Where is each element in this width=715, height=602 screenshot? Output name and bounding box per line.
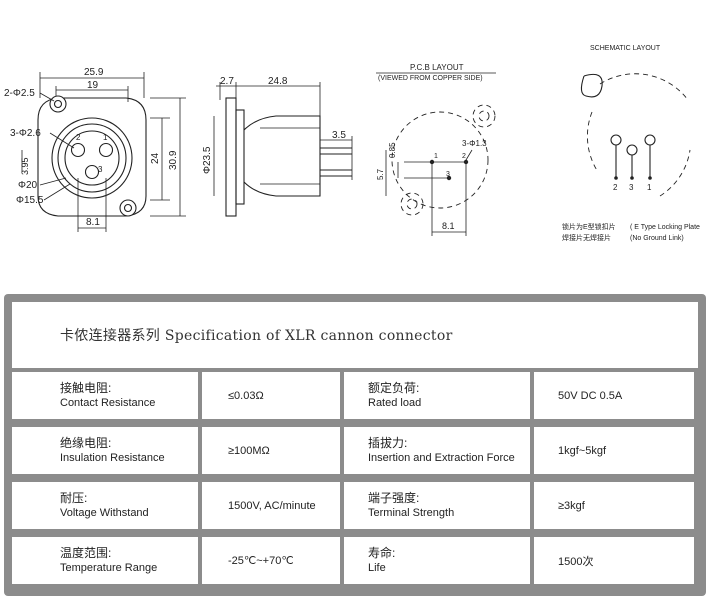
spec-value-cell: ≤0.03Ω <box>202 372 340 419</box>
technical-drawings: 25.9 19 2 1 3 2-Φ2.5 3-Φ2.6 3.95 Φ20 Φ15… <box>4 45 700 242</box>
spec-label-en: Voltage Withstand <box>60 507 149 519</box>
schematic-note-cn-2: 焊接片无焊接片 <box>562 233 611 242</box>
pcb-dim-holes: 3-Φ1.3 <box>462 139 487 148</box>
spec-label-en: Terminal Strength <box>368 507 455 519</box>
front-dim-top-outer: 25.9 <box>84 67 104 78</box>
spec-row: 温度范围: Temperature Range -25℃~+70℃ 寿命: Li… <box>12 537 698 584</box>
side-dim-flange: 2.7 <box>220 76 234 87</box>
pcb-subtitle: (VIEWED FROM COPPER SIDE) <box>378 75 483 82</box>
spec-value: 1500V, AC/minute <box>228 499 316 512</box>
spec-label-en: Temperature Range <box>60 562 158 574</box>
spec-label-cell: 绝缘电阻: Insulation Resistance <box>12 427 198 474</box>
front-dim-395: 3.95 <box>20 157 30 175</box>
spec-label-cn: 插拔力: <box>368 436 408 450</box>
spec-value-cell: 1500V, AC/minute <box>202 482 340 529</box>
front-dim-hole-large: 2-Φ2.5 <box>4 88 35 99</box>
side-dim-pin: 3.5 <box>332 130 346 141</box>
pcb-dim-bottom: 8.1 <box>442 221 455 231</box>
spec-label-cn: 端子强度: <box>368 491 420 505</box>
pcb-pin-2: 2 <box>462 153 466 160</box>
spec-label-en: Life <box>368 562 386 574</box>
spec-value-cell: 50V DC 0.5A <box>534 372 694 419</box>
spec-label-cn: 绝缘电阻: <box>60 436 112 450</box>
spec-label-cn: 温度范围: <box>60 546 112 560</box>
spec-value: -25℃~+70℃ <box>228 555 294 567</box>
spec-label-cell: 温度范围: Temperature Range <box>12 537 198 584</box>
spec-label-cn: 额定负荷: <box>368 381 420 395</box>
front-pin-1: 1 <box>103 133 108 142</box>
spec-label-en: Rated load <box>368 397 422 409</box>
schematic-note-en-1: ( E Type Locking Plate <box>630 224 700 231</box>
spec-label-cell: 寿命: Life <box>344 537 530 584</box>
front-dim-phi155: Φ15.5 <box>16 195 44 206</box>
pcb-pin-3: 3 <box>446 171 450 178</box>
spec-value: 1500次 <box>558 555 594 568</box>
spec-value-cell: ≥100MΩ <box>202 427 340 474</box>
pcb-dim-085: 0.85 <box>388 142 397 158</box>
schematic-pin-1: 1 <box>647 183 652 192</box>
front-pin-2: 2 <box>76 133 81 142</box>
schematic-pin-3: 3 <box>629 183 634 192</box>
schematic-pin-2: 2 <box>613 183 618 192</box>
schematic-layout: SCHEMATIC LAYOUT 2 3 1 锁片为E型锁扣片 ( E Type… <box>562 45 700 242</box>
front-view: 25.9 19 2 1 3 2-Φ2.5 3-Φ2.6 3.95 Φ20 Φ15… <box>4 67 186 232</box>
spec-value: ≥3kgf <box>558 499 585 512</box>
spec-value: ≥100MΩ <box>228 444 270 457</box>
spec-label-cell: 额定负荷: Rated load <box>344 372 530 419</box>
spec-label-en: Contact Resistance <box>60 397 156 409</box>
spec-label-cn: 接触电阻: <box>60 381 112 395</box>
side-dim-dia: Φ23.5 <box>202 146 213 174</box>
schematic-note-en-2: (No Ground Link) <box>630 235 684 242</box>
spec-label-cell: 耐压: Voltage Withstand <box>12 482 198 529</box>
spec-label-en: Insertion and Extraction Force <box>368 452 515 464</box>
spec-row: 绝缘电阻: Insulation Resistance ≥100MΩ 插拔力: … <box>12 427 698 474</box>
front-dim-bottom: 8.1 <box>86 217 100 228</box>
front-dim-height-outer: 30.9 <box>168 150 179 170</box>
spec-label-en: Insulation Resistance <box>60 452 165 464</box>
spec-label-cell: 端子强度: Terminal Strength <box>344 482 530 529</box>
schematic-note-cn-1: 锁片为E型锁扣片 <box>562 222 616 231</box>
side-dim-length: 24.8 <box>268 76 288 87</box>
spec-value: ≤0.03Ω <box>228 389 264 402</box>
pcb-layout: P.C.B LAYOUT (VIEWED FROM COPPER SIDE) 1… <box>376 63 496 236</box>
spec-value-cell: ≥3kgf <box>534 482 694 529</box>
front-dim-height-inner: 24 <box>150 152 161 164</box>
spec-label-cell: 接触电阻: Contact Resistance <box>12 372 198 419</box>
spec-title: 卡侬连接器系列 Specification of XLR cannon conn… <box>12 302 698 368</box>
spec-row: 接触电阻: Contact Resistance ≤0.03Ω 额定负荷: Ra… <box>12 372 698 419</box>
spec-value-cell: 1500次 <box>534 537 694 584</box>
spec-value-cell: -25℃~+70℃ <box>202 537 340 584</box>
front-pin-3: 3 <box>98 165 103 174</box>
schematic-title: SCHEMATIC LAYOUT <box>590 45 661 52</box>
spec-label-cell: 插拔力: Insertion and Extraction Force <box>344 427 530 474</box>
front-dim-phi20: Φ20 <box>18 180 38 191</box>
spec-value: 50V DC 0.5A <box>558 389 623 402</box>
spec-value-cell: 1kgf~5kgf <box>534 427 694 474</box>
pcb-pin-1: 1 <box>434 153 438 160</box>
pcb-title: P.C.B LAYOUT <box>410 63 464 72</box>
spec-table: 卡侬连接器系列 Specification of XLR cannon conn… <box>4 294 706 596</box>
spec-label-cn: 寿命: <box>368 546 396 560</box>
front-dim-top-inner: 19 <box>87 80 99 91</box>
side-view: 2.7 24.8 3.5 Φ23.5 <box>202 76 353 217</box>
front-dim-hole-small: 3-Φ2.6 <box>10 128 41 139</box>
pcb-dim-57: 5.7 <box>376 168 385 180</box>
spec-row: 耐压: Voltage Withstand 1500V, AC/minute 端… <box>12 482 698 529</box>
spec-value: 1kgf~5kgf <box>558 444 607 457</box>
spec-label-cn: 耐压: <box>60 491 88 505</box>
